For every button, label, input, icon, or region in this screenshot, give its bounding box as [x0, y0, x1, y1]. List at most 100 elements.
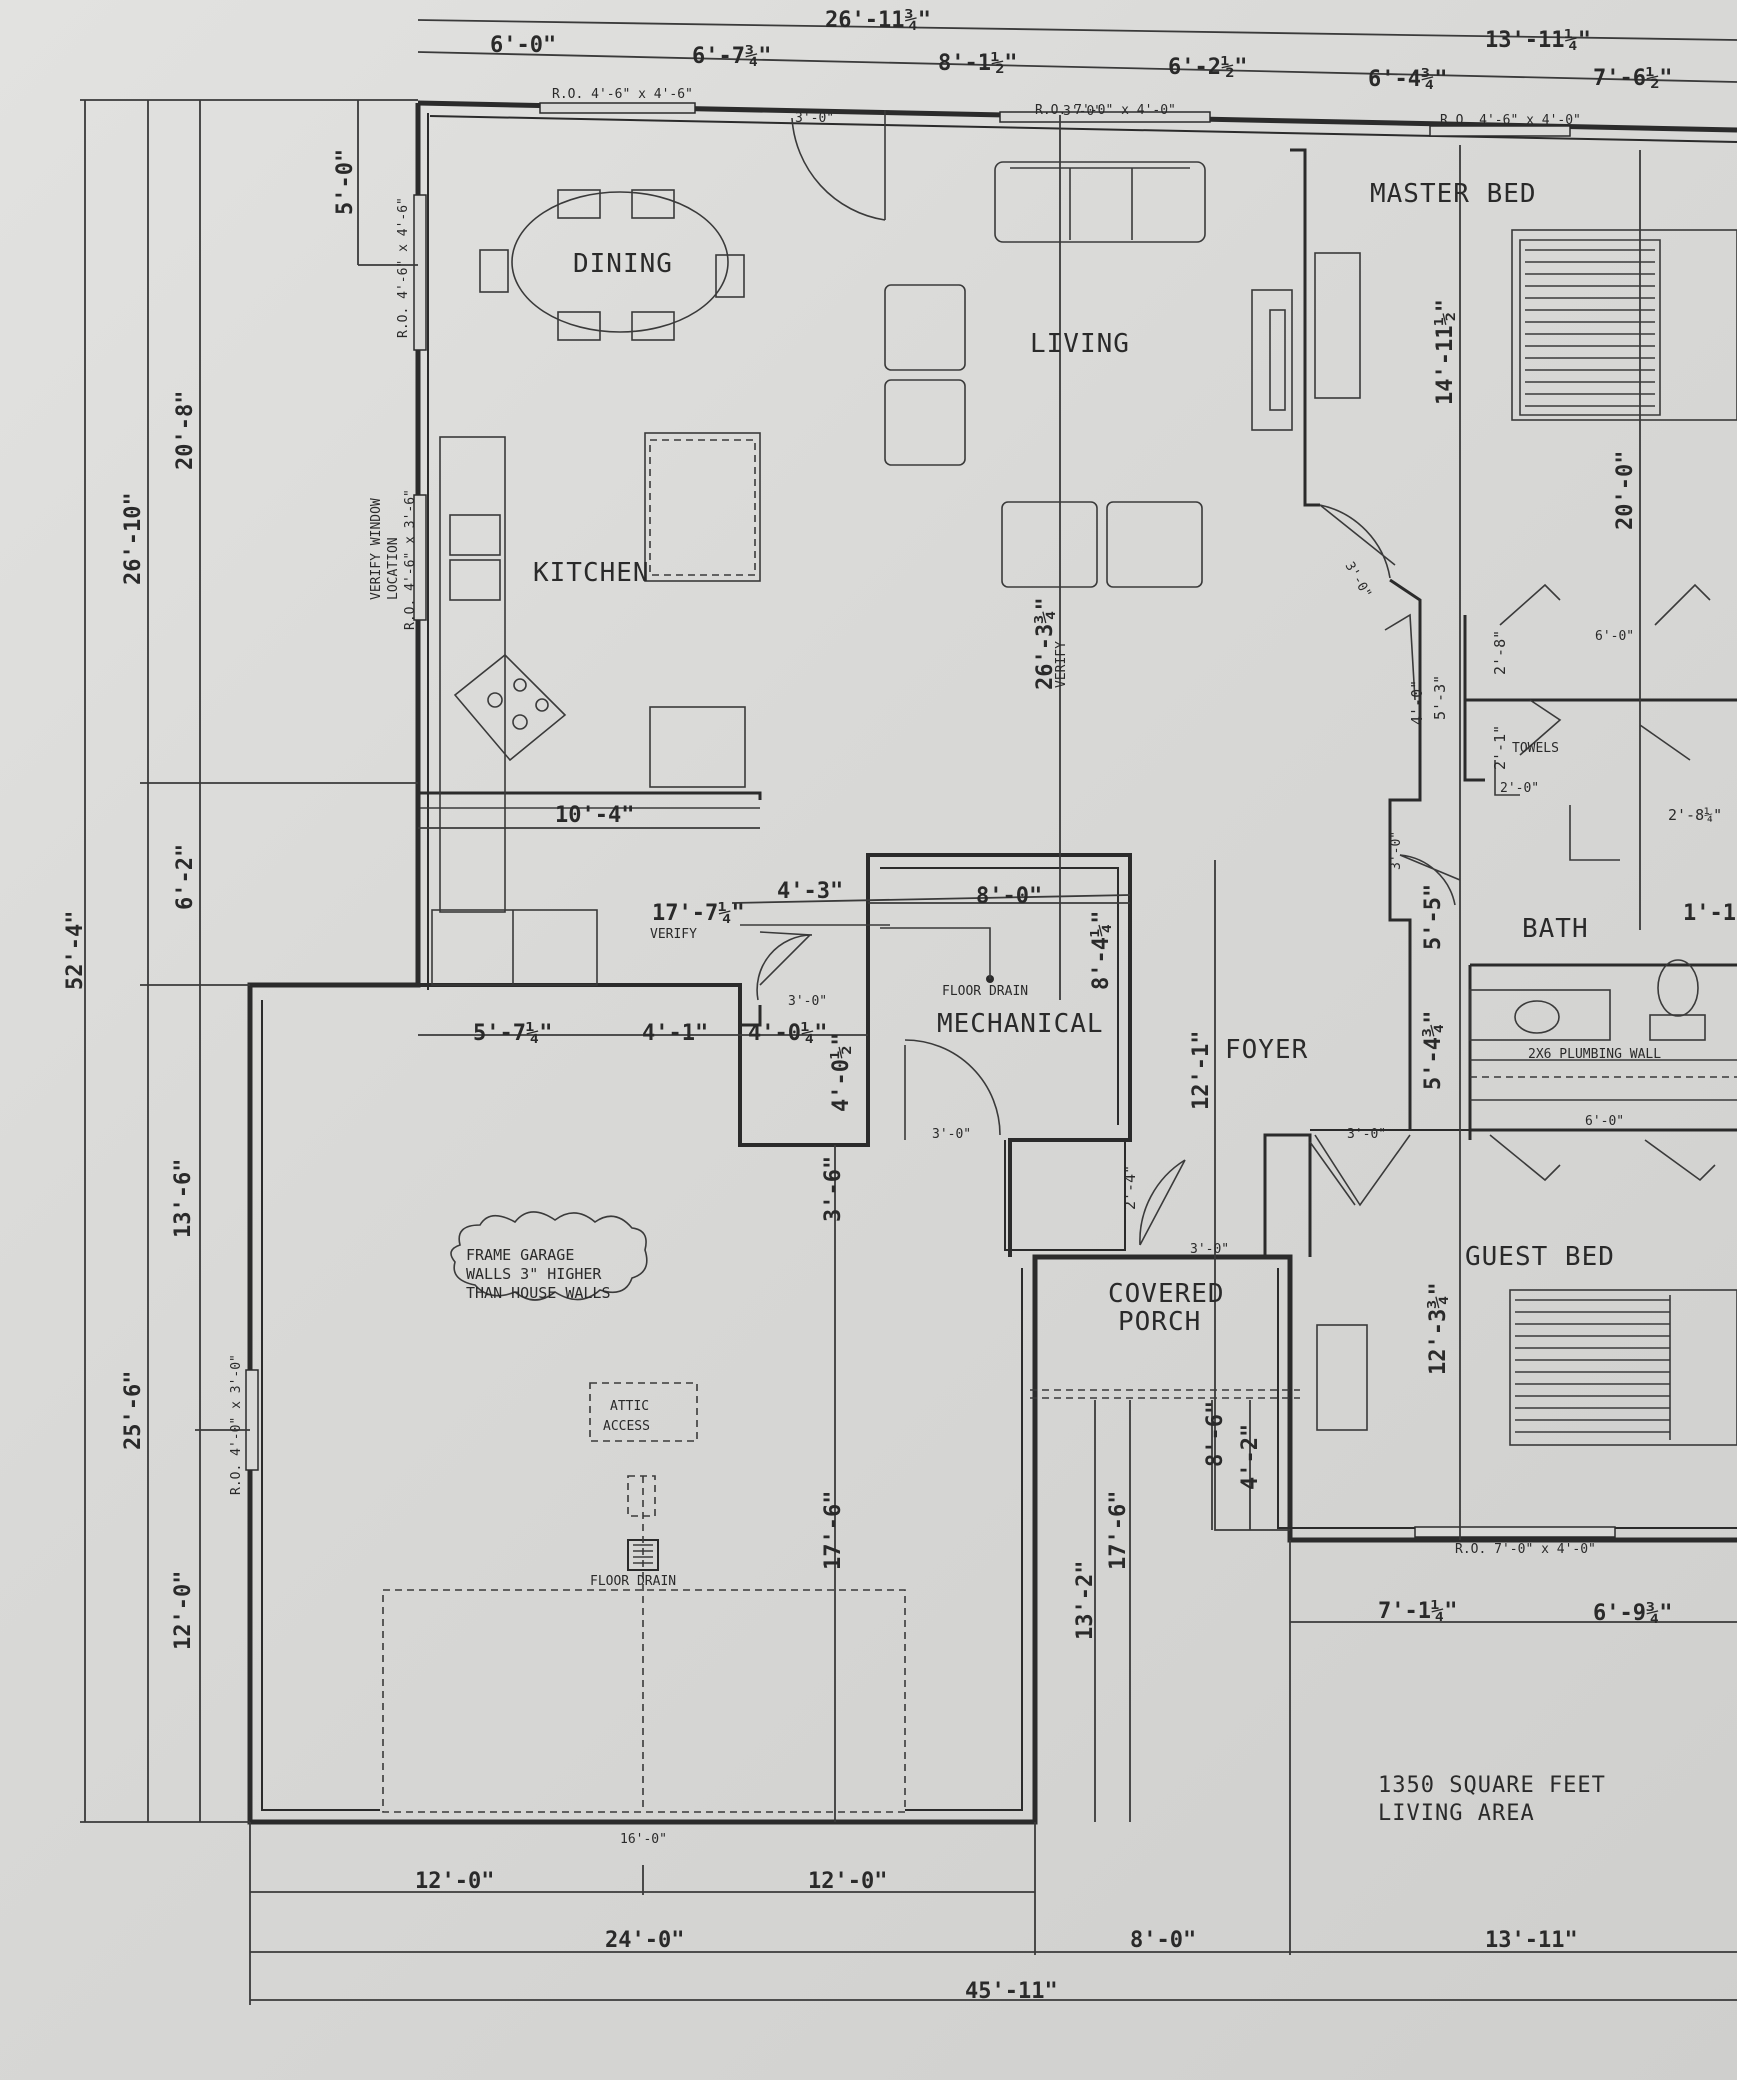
plumbing-wall-note: 2X6 PLUMBING WALL	[1528, 1047, 1661, 1062]
ro-left-dining: R.O. 4'-6" x 4'-6"	[396, 197, 411, 338]
dim-top-total: 26'-11¾"	[825, 8, 931, 33]
dim-master-20-0: 20'-0"	[1613, 451, 1638, 530]
dim-bot-13-11: 13'-11"	[1485, 1928, 1578, 1953]
dim-door-3-0-a: 3'-0"	[795, 111, 834, 126]
dimension-lines	[80, 19, 1737, 2005]
exterior-walls	[247, 100, 1737, 1825]
dim-bath-1-10: 1'-10"	[1683, 901, 1737, 926]
dim-guest-6-9: 6'-9¾"	[1593, 1601, 1672, 1626]
ro-top-mid: R.O. 7'-0" x 4'-0"	[1035, 103, 1176, 118]
dim-hall-4-0q: 4'-0¼"	[748, 1021, 827, 1046]
dim-hall-4-1: 4'-1"	[642, 1021, 708, 1046]
dim-door-3-0-b: 3'-0"	[1342, 560, 1375, 601]
garage-note-2: WALLS 3" HIGHER	[466, 1265, 602, 1283]
dim-hall-4-0half: 4'-0½"	[829, 1033, 854, 1112]
dim-top-right-total: 13'-11¼"	[1485, 28, 1591, 53]
dim-porch-13-2: 13'-2"	[1073, 1561, 1098, 1640]
room-dining: DINING	[573, 249, 673, 279]
dim-bath-5-4: 5'-4¾"	[1421, 1011, 1446, 1090]
dim-bath-2-1: 2'-1"	[1491, 725, 1509, 770]
room-mechanical: MECHANICAL	[937, 1009, 1104, 1039]
dim-living-26-3: 26'-3¾"	[1033, 597, 1058, 690]
mechanical-floor-drain: FLOOR DRAIN	[942, 984, 1028, 999]
dim-porch-17-6: 17'-6"	[1106, 1491, 1131, 1570]
doors	[756, 110, 1716, 1246]
dim-top-d: 6'-2½"	[1168, 55, 1247, 80]
dim-top-a: 6'-0"	[490, 33, 556, 58]
opening-labels: R.O. 4'-6" x 4'-6" R.O. 7'-0" x 4'-0" R.…	[229, 87, 1596, 1557]
dim-bot-8: 8'-0"	[1130, 1928, 1196, 1953]
dim-door-3-0-f: 3'-0"	[1190, 1242, 1229, 1257]
dim-hall-5-7: 5'-7¼"	[473, 1021, 552, 1046]
verify-note: VERIFY	[650, 927, 697, 942]
dimension-text: 26'-11¾" 13'-11¼" 6'-0" 6'-7¾" 8'-1½" 6'…	[63, 8, 1737, 2004]
room-living: LIVING	[1030, 329, 1130, 359]
dim-left-12-0: 12'-0"	[171, 1571, 196, 1650]
room-guest-bed: GUEST BED	[1465, 1242, 1615, 1272]
ro-garage: R.O. 4'-0" x 3'-0"	[229, 1354, 244, 1495]
dim-guest-7-1: 7'-1¼"	[1378, 1599, 1457, 1624]
dim-bath-2-8: 2'-8"	[1491, 630, 1509, 675]
dim-top-e: 6'-4¾"	[1368, 67, 1447, 92]
dim-bath-4-0: 4'-0"	[1408, 680, 1426, 725]
dim-bot-total: 45'-11"	[965, 1979, 1058, 2004]
dim-top-f: 7'-6½"	[1593, 66, 1672, 91]
garage-note-3: THAN HOUSE WALLS	[466, 1284, 611, 1302]
notes: FRAME GARAGE WALLS 3" HIGHER THAN HOUSE …	[369, 498, 1661, 1826]
dim-garage-17-6: 17'-6"	[821, 1491, 846, 1570]
dim-door-2-4: 2'-4"	[1121, 1165, 1139, 1210]
dim-door-3-0-d: 3'-0"	[788, 994, 827, 1009]
room-master-bed: MASTER BED	[1370, 179, 1537, 209]
dim-top-c: 8'-1½"	[938, 51, 1017, 76]
dim-door-3-0-c: 3'-0"	[1389, 831, 1404, 870]
dim-door-3-0-e: 3'-0"	[932, 1127, 971, 1142]
dim-hall-17-7: 17'-7¼"	[652, 901, 745, 926]
interior-walls	[418, 148, 1737, 1259]
dim-closet-6-0b: 6'-0"	[1585, 1114, 1624, 1129]
dim-foyer-12-1: 12'-1"	[1189, 1031, 1214, 1110]
dim-porch-8-6: 8'-6"	[1203, 1401, 1228, 1467]
dim-master-14-11: 14'-11½"	[1433, 299, 1458, 405]
attic-note-2: ACCESS	[603, 1419, 650, 1434]
room-covered-porch: COVERED	[1108, 1279, 1225, 1309]
sqft-note-1: 1350 SQUARE FEET	[1378, 1773, 1606, 1798]
dim-left-20-8: 20'-8"	[173, 391, 198, 470]
dim-garage-3-6: 3'-6"	[821, 1156, 846, 1222]
sqft-note-2: LIVING AREA	[1378, 1801, 1535, 1826]
dim-left-6-2: 6'-2"	[173, 844, 198, 910]
dim-left-5-0: 5'-0"	[333, 149, 358, 215]
dim-kitchen-10-4: 10'-4"	[555, 803, 634, 828]
dim-door-3-0-h: 3'-0"	[1063, 104, 1102, 119]
dim-top-b: 6'-7¾"	[692, 44, 771, 69]
garage-floor-drain: FLOOR DRAIN	[590, 1574, 676, 1589]
room-kitchen: KITCHEN	[533, 558, 650, 588]
verify-window-2: LOCATION	[386, 537, 401, 600]
room-foyer: FOYER	[1225, 1035, 1308, 1065]
dim-left-26-10: 26'-10"	[121, 492, 146, 585]
dim-door-3-0-g: 3'-0"	[1347, 1127, 1386, 1142]
ro-top-left: R.O. 4'-6" x 4'-6"	[552, 87, 693, 102]
verify-living: VERIFY	[1054, 641, 1069, 688]
dim-mech-8-0: 8'-0"	[976, 884, 1042, 909]
ro-top-right: R.O. 4'-6" x 4'-0"	[1440, 113, 1581, 128]
verify-window-1: VERIFY WINDOW	[369, 498, 384, 600]
dim-mech-8-4: 8'-4¼"	[1089, 911, 1114, 990]
dim-bath-2-0: 2'-0"	[1500, 781, 1539, 796]
dim-hall-4-3: 4'-3"	[777, 879, 843, 904]
dim-bath-5-3: 5'-3"	[1431, 675, 1449, 720]
attic-note-1: ATTIC	[610, 1399, 649, 1414]
dim-left-total: 52'-4"	[63, 911, 88, 990]
dim-porch-4-2: 4'-2"	[1238, 1424, 1263, 1490]
dim-bot-12a: 12'-0"	[415, 1869, 494, 1894]
dim-garage-door-16: 16'-0"	[620, 1832, 667, 1847]
ro-left-kitchen: R.O. 4'-6" x 3'-6"	[403, 489, 418, 630]
dim-left-25-6: 25'-6"	[121, 1371, 146, 1450]
towels-label: TOWELS	[1512, 741, 1559, 756]
dim-bath-5-5: 5'-5"	[1421, 884, 1446, 950]
garage-note-1: FRAME GARAGE	[466, 1246, 574, 1264]
room-covered-porch-2: PORCH	[1118, 1307, 1201, 1337]
dim-bot-24: 24'-0"	[605, 1928, 684, 1953]
dim-left-13-6: 13'-6"	[171, 1159, 196, 1238]
